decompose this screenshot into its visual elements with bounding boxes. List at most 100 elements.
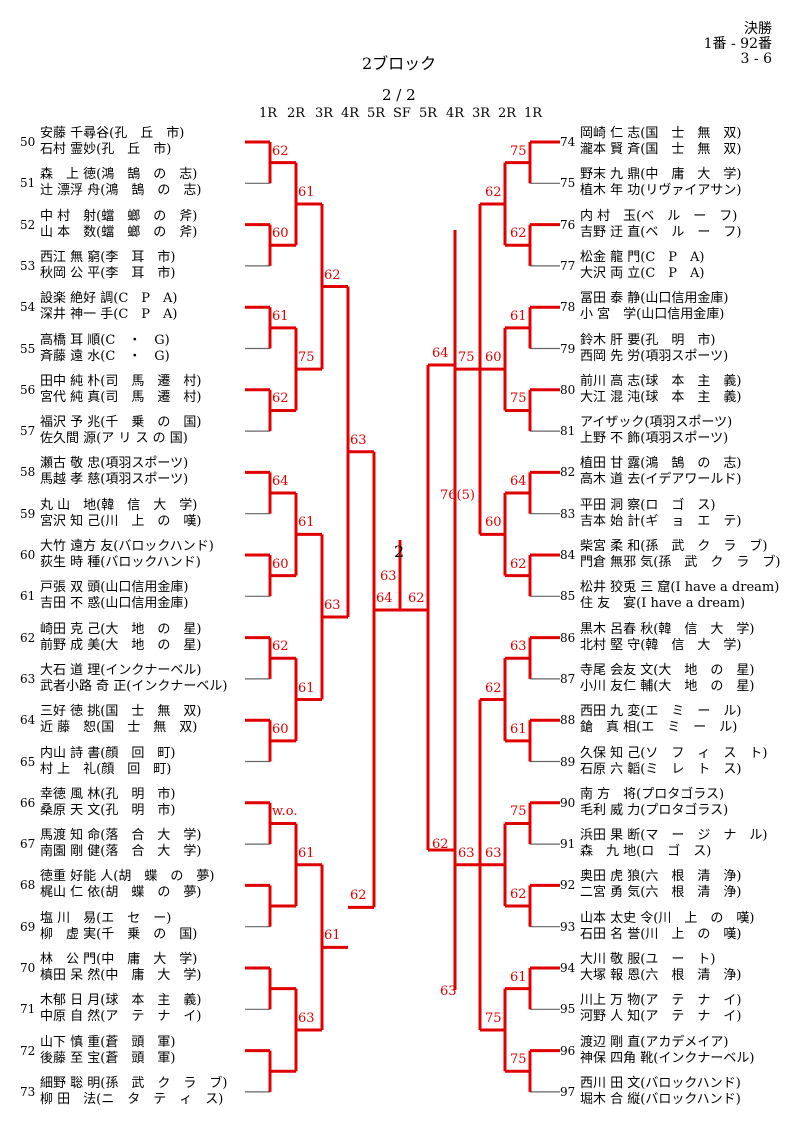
- match-score: 62: [510, 556, 527, 572]
- player-name: 武者小路 奇 正: [40, 678, 127, 694]
- block-winner-seed: 2: [394, 542, 405, 561]
- player-name: アイザック: [580, 415, 645, 431]
- player-name: 森 九 地: [580, 844, 637, 860]
- match-score: 61: [510, 308, 527, 324]
- club-name: (プロタゴラス): [636, 786, 725, 802]
- club-name: (ユ ー ト): [640, 952, 716, 967]
- player-name: 崎田 克 己: [40, 621, 101, 637]
- match-score: 61: [510, 969, 527, 985]
- player-name: 佐久間 源: [40, 431, 97, 447]
- player-name: 上野 不 飾: [580, 431, 641, 447]
- team-players: 福沢 予 兆(千 乗 の 国)佐久間 源(ア リ ス の 国): [40, 415, 201, 447]
- round-label: 3R: [314, 106, 334, 121]
- club-name: (ア テ ナ イ): [640, 993, 742, 1009]
- club-name: (顔 回 町): [100, 745, 176, 761]
- club-name: (大 地 の 星): [100, 621, 202, 637]
- player-line: 寺尾 会友 文(大 地 の 星): [580, 663, 754, 679]
- team-players: 大川 敬 服(ユ ー ト)大塚 報 恩(六 根 清 浄): [580, 952, 741, 984]
- player-name: 幸徳 風 林: [40, 786, 101, 802]
- player-name: 田中 純 朴: [40, 373, 101, 389]
- player-name: 設楽 絶好 調: [40, 291, 114, 307]
- match-score: 62: [510, 226, 527, 242]
- seed-number: 90: [560, 795, 576, 810]
- player-name: 石田 名 誉: [580, 926, 641, 942]
- club-name: (インクナーベル): [653, 1050, 755, 1066]
- player-name: 寺尾 会友 文: [580, 662, 654, 678]
- player-line: 浜田 果 断(マ ー ジ ナ ル): [580, 828, 767, 844]
- player-line: 大川 敬 服(ユ ー ト): [580, 952, 741, 968]
- player-name: 辻 漂浮 舟: [40, 183, 101, 199]
- seed-number: 62: [20, 630, 36, 645]
- player-name: 冨田 泰 静: [580, 291, 641, 307]
- club-name: (インクナーベル): [100, 662, 202, 678]
- match-score: 63: [440, 983, 457, 999]
- round-label: 1R: [258, 106, 278, 121]
- player-line: 松金 龍 門(C P A): [580, 250, 705, 266]
- seed-number: 68: [20, 878, 36, 893]
- seed-number: 61: [20, 589, 36, 604]
- round-label: 5R: [418, 106, 438, 121]
- seed-number: 67: [20, 837, 36, 852]
- player-name: 岡崎 仁 志: [580, 126, 641, 141]
- player-name: 浜田 果 断: [580, 828, 641, 844]
- match-score: 63: [324, 597, 341, 613]
- match-score: 62: [350, 888, 367, 904]
- player-line: 吉田 不 惑(山口信用金庫): [40, 596, 188, 612]
- player-name: 植田 甘 露: [580, 456, 641, 472]
- club-name: (マ ー ジ ナ ル): [640, 828, 768, 844]
- match-score: 62: [485, 680, 502, 696]
- player-line: 宮代 純 真(司 馬 遷 村): [40, 390, 201, 406]
- player-line: 植木 年 功(リヴァイアサン): [580, 183, 741, 199]
- player-name: 梶山 仁 依: [40, 885, 101, 901]
- player-name: 奥田 虎 狼: [580, 869, 641, 885]
- player-name: 柳 虚 実: [40, 926, 97, 942]
- block-title: 2ブロック: [362, 54, 437, 73]
- club-name: (山口信用金庫): [640, 291, 729, 307]
- club-name: (ベ ル ー フ): [636, 208, 738, 224]
- player-name: 槙田 呆 然: [40, 968, 101, 983]
- player-line: 戸張 双 頭(山口信用金庫): [40, 580, 188, 596]
- club-name: (韓 信 大 学): [96, 497, 198, 513]
- seed-number: 56: [20, 382, 36, 397]
- player-name: 大江 混 沌: [580, 389, 641, 405]
- club-name: (孫 武 ク ラ ブ): [653, 555, 781, 570]
- club-name: (C ・ G): [100, 332, 170, 348]
- club-name: (C ・ G): [100, 348, 170, 364]
- club-name: (六 根 清 浄): [640, 885, 742, 901]
- seed-number: 70: [20, 961, 36, 975]
- player-name: 荻生 時 種: [40, 555, 101, 570]
- match-score: 64: [510, 474, 527, 490]
- player-name: 塩 川 易: [40, 910, 97, 926]
- final-score-left: 63: [380, 569, 397, 584]
- player-line: 山下 慎 重(蒼 頭 軍): [40, 1035, 175, 1051]
- club-name: (孔 明 市): [100, 786, 176, 802]
- club-name: (インクナーベル): [126, 678, 228, 694]
- club-name: (イデアワールド): [640, 472, 742, 488]
- round-label: 1R: [523, 106, 543, 121]
- club-name: (千 乗 の 国): [96, 926, 198, 942]
- team-players: 冨田 泰 静(山口信用金庫)小 宮 学(山口信用金庫): [580, 291, 728, 323]
- seed-number: 71: [20, 1002, 36, 1017]
- round-label: 4R: [445, 106, 465, 121]
- player-name: 鎗 真 相: [580, 720, 637, 736]
- club-name: (胡 蝶 の 夢): [113, 869, 215, 885]
- club-name: (項羽スポーツ): [100, 472, 189, 488]
- team-players: 松金 龍 門(C P A)大沢 両 立(C P A): [580, 250, 705, 282]
- club-name: (鴻 鵠 の 志): [96, 167, 198, 183]
- player-line: 槙田 呆 然(中 庸 大 学): [40, 968, 201, 984]
- player-name: 平田 洞 察: [580, 497, 641, 513]
- player-line: 高橋 耳 順(C ・ G): [40, 333, 170, 349]
- club-name: (ロ ゴ ス): [640, 497, 716, 513]
- player-name: 野末 九 鼎: [580, 167, 641, 183]
- seed-number: 55: [20, 341, 36, 356]
- player-name: 高橋 耳 順: [40, 332, 101, 348]
- club-name: (川 上 の 嘆): [640, 926, 742, 942]
- player-line: 黒木 呂春 秋(韓 信 大 学): [580, 622, 754, 638]
- player-line: 神保 四角 靴(インクナーベル): [580, 1051, 754, 1067]
